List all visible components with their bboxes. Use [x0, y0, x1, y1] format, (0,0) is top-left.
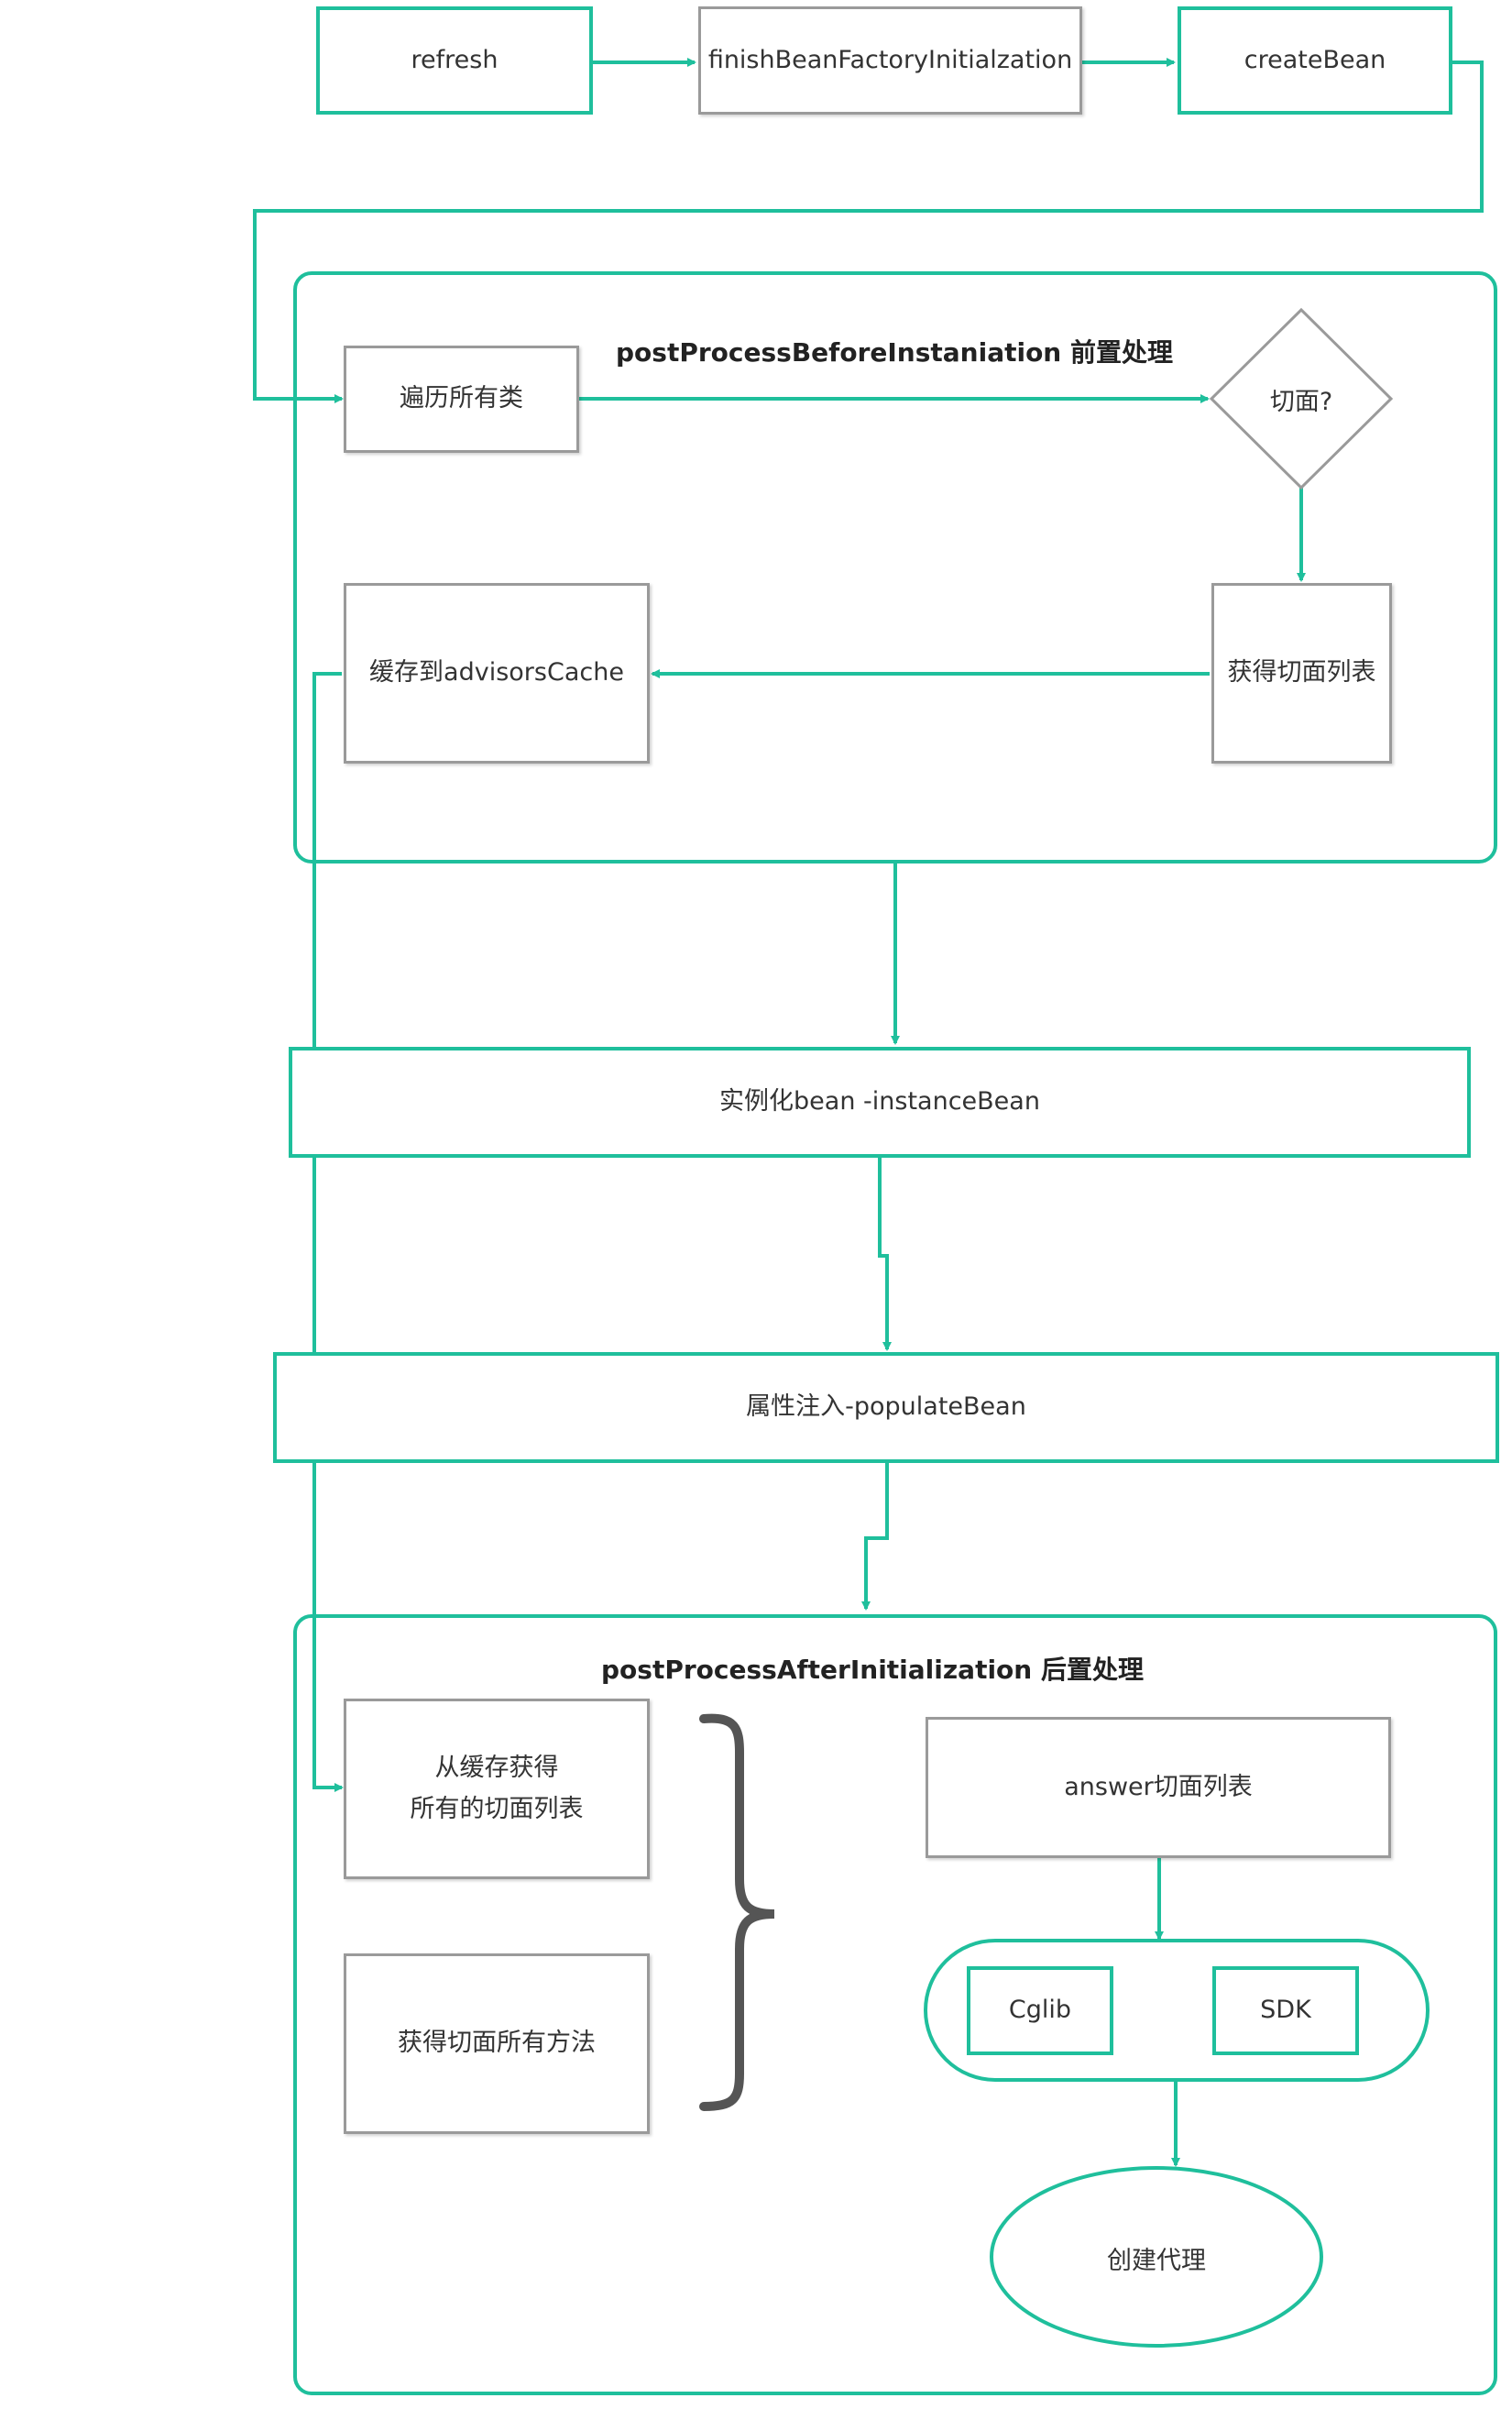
get-aspect-list-node: 获得切面列表: [1211, 583, 1392, 764]
answer-aspect-list-label: answer切面列表: [1064, 1772, 1253, 1801]
finish-bean-factory-label: finishBeanFactoryInitialzation: [707, 45, 1073, 74]
after-group-title: postProcessAfterInitialization 后置处理: [601, 1655, 1144, 1685]
get-aspect-list-label: 获得切面列表: [1227, 658, 1376, 688]
cache-advisors-label: 缓存到advisorsCache: [369, 658, 624, 688]
create-proxy-ellipse: [990, 2166, 1323, 2348]
arrow-cache-to-getfromcache: [312, 672, 344, 1792]
create-bean-node: createBean: [1178, 6, 1452, 115]
aspect-decision-diamond: [1209, 307, 1394, 490]
cglib-label: Cglib: [1008, 1996, 1072, 2025]
answer-aspect-list-node: answer切面列表: [926, 1717, 1391, 1858]
get-from-cache-node: 从缓存获得 所有的切面列表: [344, 1699, 650, 1879]
proxy-type-pill: [924, 1939, 1430, 2082]
arrow-populate-to-after: [861, 1462, 889, 1611]
before-group-title: postProcessBeforeInstaniation 前置处理: [616, 337, 1173, 368]
populate-bean-node: 属性注入-populateBean: [273, 1352, 1499, 1463]
arrow-instantiate-to-populate: [878, 1158, 892, 1351]
arrow-createbean-to-iterate: [253, 60, 1484, 403]
create-proxy-label: 创建代理: [1107, 2247, 1206, 2275]
aspect-question-label: 切面?: [1269, 388, 1333, 416]
get-aspect-methods-label: 获得切面所有方法: [398, 2029, 596, 2058]
sdk-label: SDK: [1260, 1996, 1311, 2025]
finish-bean-factory-node: finishBeanFactoryInitialzation: [698, 6, 1082, 115]
sdk-node: SDK: [1212, 1966, 1359, 2055]
curly-brace: [699, 1713, 775, 2111]
refresh-node: refresh: [316, 6, 593, 115]
get-from-cache-label: 从缓存获得 所有的切面列表: [410, 1753, 584, 1823]
iterate-classes-label: 遍历所有类: [400, 384, 523, 413]
instantiate-bean-node: 实例化bean -instanceBean: [289, 1047, 1471, 1158]
populate-bean-label: 属性注入-populateBean: [746, 1392, 1026, 1422]
iterate-classes-node: 遍历所有类: [344, 346, 579, 453]
after-group-container: [293, 1614, 1497, 2395]
cglib-node: Cglib: [967, 1966, 1113, 2055]
cache-advisors-node: 缓存到advisorsCache: [344, 583, 650, 764]
create-bean-label: createBean: [1244, 45, 1386, 74]
instantiate-bean-label: 实例化bean -instanceBean: [719, 1087, 1040, 1116]
get-aspect-methods-node: 获得切面所有方法: [344, 1953, 650, 2134]
refresh-label: refresh: [411, 45, 499, 74]
